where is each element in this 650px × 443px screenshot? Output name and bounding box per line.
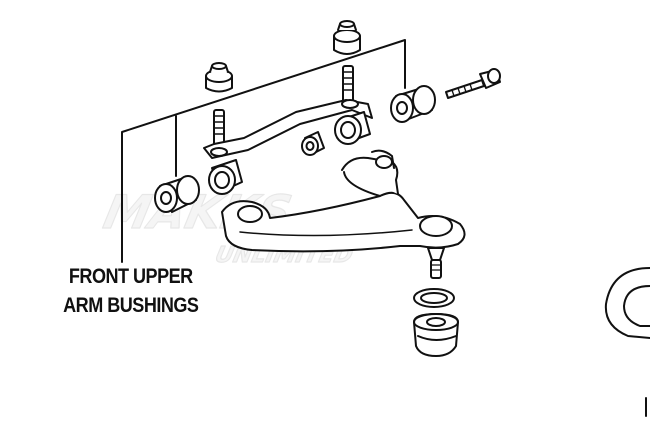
mounting-bracket	[203, 99, 373, 159]
control-arm-icon	[221, 149, 466, 253]
bushing-icon	[301, 131, 325, 156]
callout-line-2: ARM BUSHINGS	[63, 294, 199, 317]
bushing-icon	[208, 159, 243, 195]
ball-joint-icon	[427, 247, 445, 279]
bushing-icon	[334, 111, 371, 145]
dust-boot-icon	[413, 313, 459, 357]
nut-icon	[205, 62, 233, 93]
bolt-icon	[445, 68, 501, 99]
bushing-icon	[154, 175, 200, 213]
seal-ring-icon	[413, 288, 455, 308]
seal-ring-icon	[604, 267, 650, 339]
callout-label: FRONT UPPER ARM BUSHINGS	[62, 262, 200, 320]
callout-line-1: FRONT UPPER	[68, 265, 193, 288]
callout-bracket	[121, 39, 406, 263]
bolt-icon	[342, 65, 354, 105]
nut-icon	[333, 20, 361, 55]
bushing-icon	[390, 85, 436, 123]
